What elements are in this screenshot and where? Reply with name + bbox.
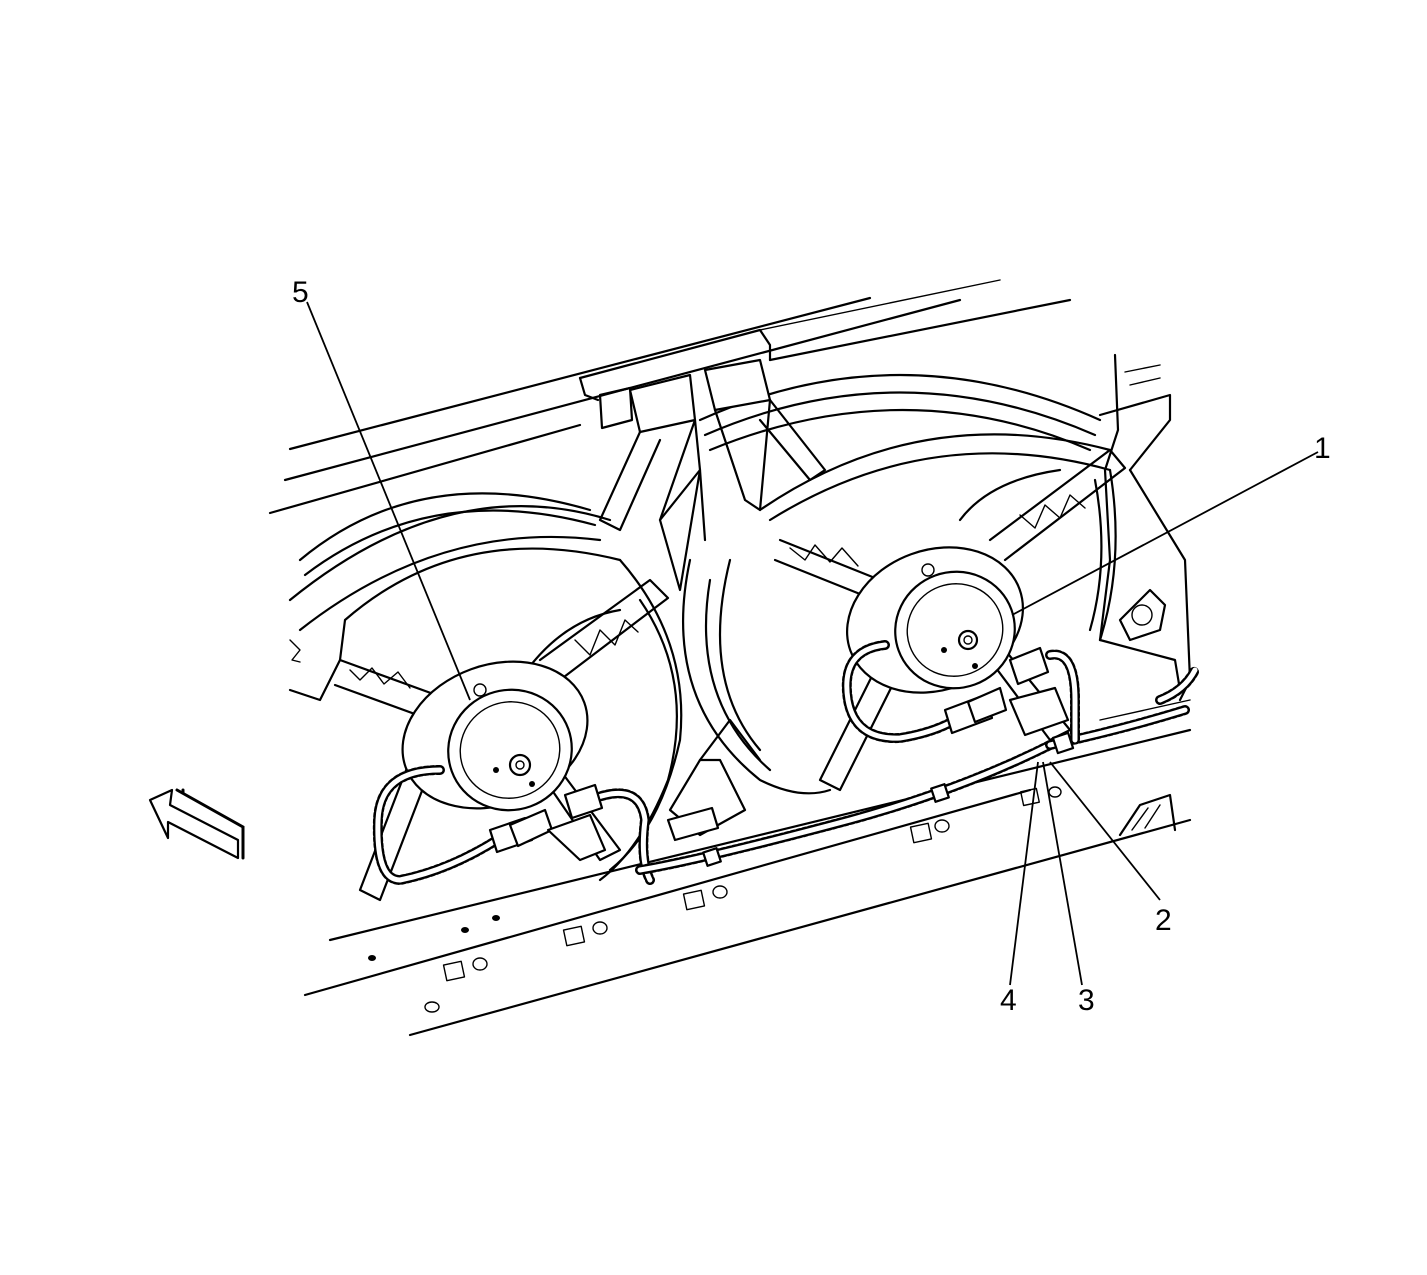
callout-3: 3 — [1078, 984, 1095, 1017]
upper-support-rails — [268, 279, 1072, 515]
callout-4: 4 — [1000, 984, 1017, 1017]
callout-1: 1 — [1314, 432, 1331, 465]
callout-5: 5 — [292, 276, 309, 309]
front-direction-arrow-icon — [148, 788, 245, 860]
lower-crossmember — [303, 699, 1192, 1037]
left-fan-connector — [488, 783, 607, 862]
right-fan-connector — [943, 646, 1070, 737]
left-fan-motor — [401, 660, 589, 812]
callout-labels: 1 2 3 4 5 — [292, 276, 1331, 1017]
right-fan-motor — [846, 546, 1024, 694]
callout-2: 2 — [1155, 904, 1172, 937]
harness-clips — [702, 731, 1075, 867]
right-fan-shroud — [681, 374, 1117, 795]
center-shroud-divider — [598, 358, 827, 842]
callout-leaders — [306, 301, 1319, 986]
